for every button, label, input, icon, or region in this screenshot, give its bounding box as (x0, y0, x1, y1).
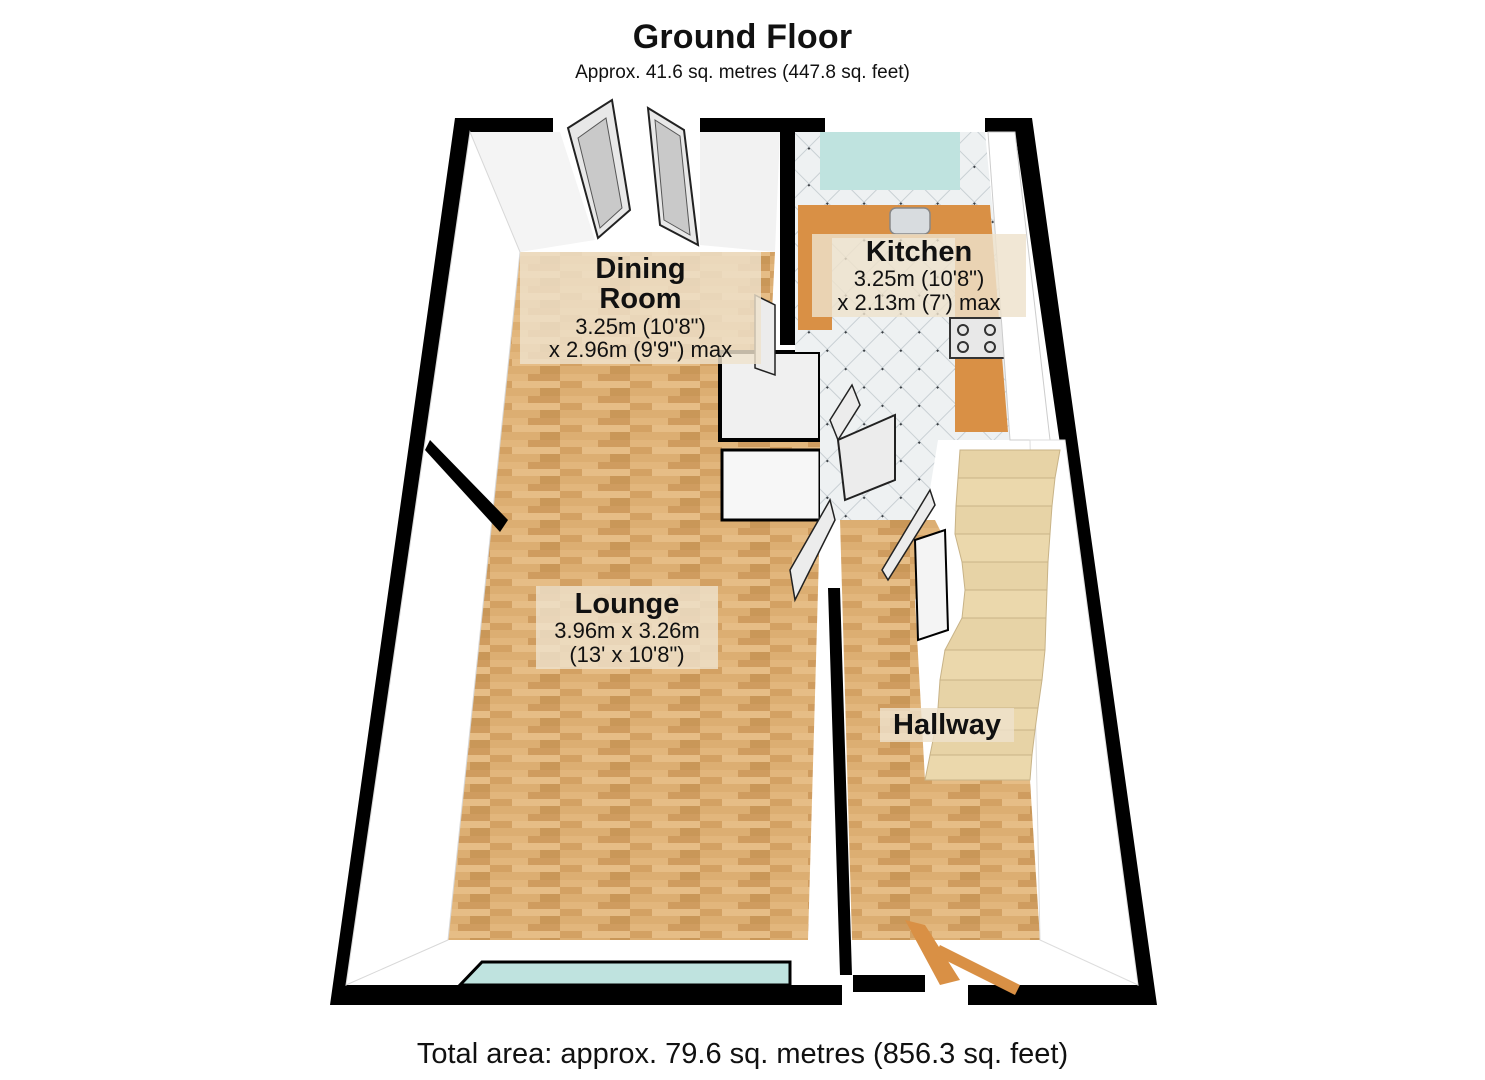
hallway-floor (828, 439, 1139, 986)
dining-room-name-line2: Room (599, 283, 682, 316)
dining-room-dim2: x 2.96m (9'9") max (548, 336, 733, 362)
total-area-footer: Total area: approx. 79.6 sq. metres (856… (416, 1038, 1069, 1070)
floor-title: Ground Floor (632, 18, 853, 56)
dining-room-name-line1: Dining (595, 253, 686, 285)
interior-doors (754, 293, 1020, 995)
dining-room-label: Dining Room 3.25m (10'8") x 2.96m (9'9")… (520, 252, 761, 365)
lounge-name: Lounge (574, 588, 680, 620)
hallway-name: Hallway (893, 709, 1001, 741)
lounge-label: Lounge 3.96m x 3.26m (13' x 10'8") (536, 586, 718, 669)
floor-area-subtitle: Approx. 41.6 sq. metres (447.8 sq. feet) (575, 62, 910, 83)
lounge-dim1: 3.96m x 3.26m (554, 618, 700, 644)
hallway-label: Hallway (880, 708, 1014, 743)
lounge-dim2: (13' x 10'8") (569, 641, 685, 667)
dining-kitchen-partition (700, 132, 822, 522)
lounge-window (456, 960, 792, 987)
kitchen-label: Kitchen 3.25m (10'8") x 2.13m (7') max (812, 234, 1026, 317)
kitchen-name: Kitchen (865, 236, 973, 268)
kitchen-dim1: 3.25m (10'8") (853, 266, 985, 292)
outer-walls (330, 118, 1157, 1005)
dining-room-dim1: 3.25m (10'8") (575, 313, 706, 339)
french-doors (566, 98, 700, 247)
kitchen-dim2: x 2.13m (7') max (837, 289, 1001, 315)
